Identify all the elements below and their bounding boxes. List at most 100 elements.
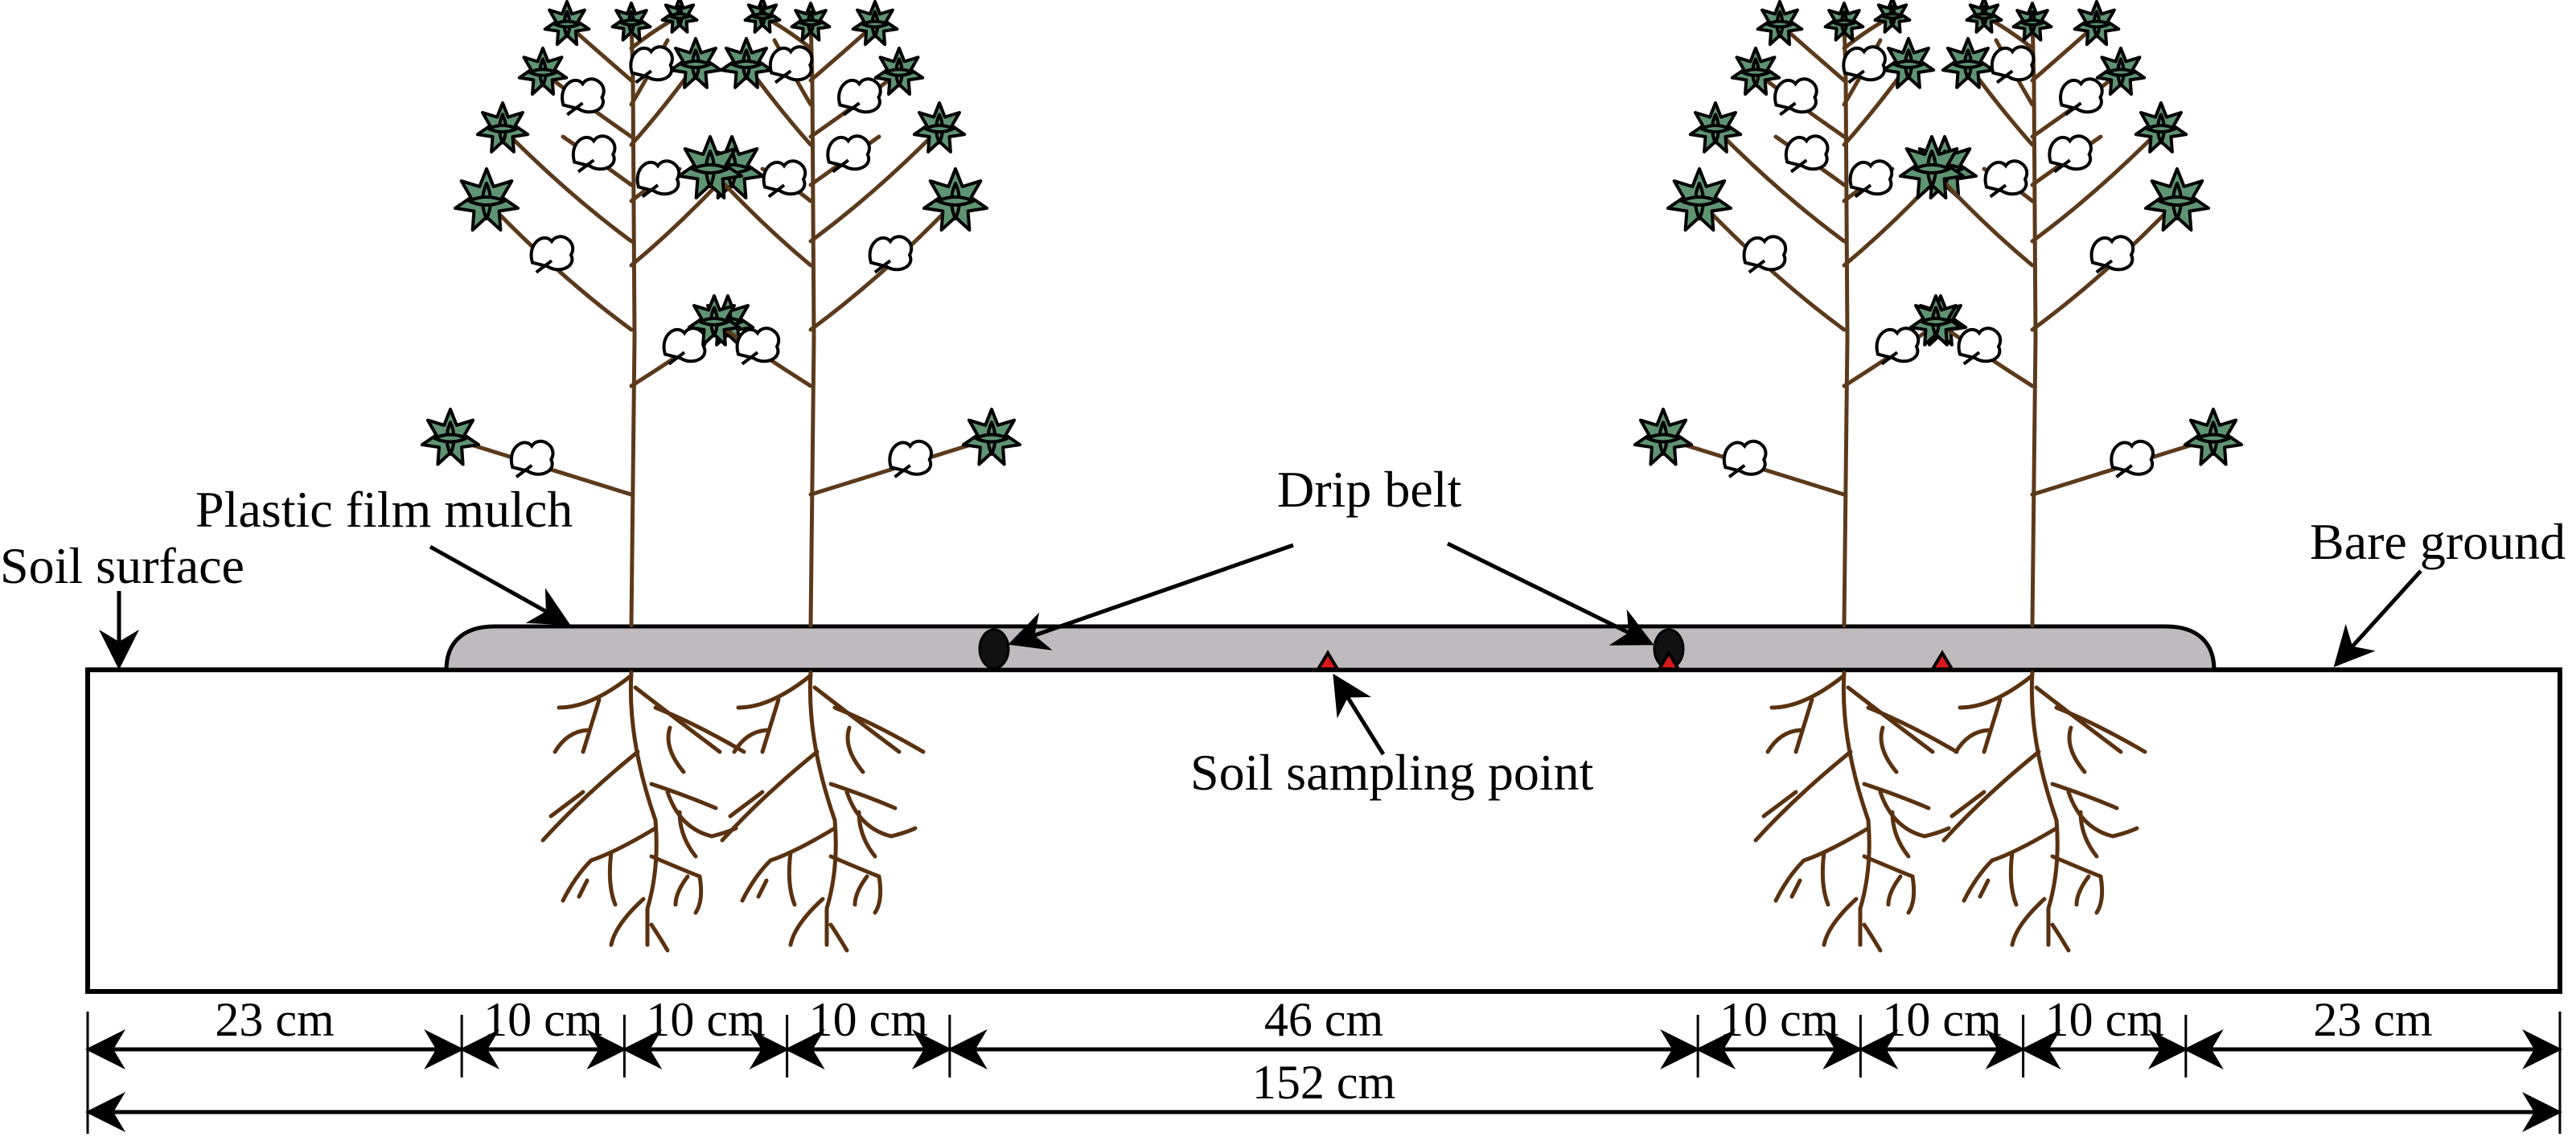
soil-sampling-point <box>1929 650 1955 671</box>
cotton-leaf <box>517 47 569 96</box>
label-bare-ground: Bare ground <box>2310 513 2566 570</box>
dimension-label: 46 cm <box>1264 993 1383 1046</box>
root-branch <box>653 705 746 754</box>
cotton-boll <box>635 159 681 199</box>
root-branch <box>577 878 590 899</box>
cotton-leaf <box>1666 167 1732 232</box>
cotton-leaf <box>1633 408 1694 466</box>
root-branch <box>1822 897 1859 947</box>
root-branch <box>857 810 877 859</box>
root-branch <box>1820 850 1830 907</box>
cotton-leaf <box>1965 0 2003 34</box>
root-branch <box>1962 826 2059 903</box>
plastic-film-mulch <box>444 624 2217 672</box>
root-branch <box>787 850 797 907</box>
root-branch <box>1793 697 1814 754</box>
cotton-leaf <box>475 101 530 154</box>
root-branch <box>853 874 869 907</box>
cotton-leaf <box>687 294 742 347</box>
cotton-leaf <box>1756 0 1804 47</box>
root-branch <box>760 697 781 754</box>
root-branch <box>1773 826 1871 903</box>
cotton-leaf <box>912 101 967 154</box>
cotton-boll <box>1957 326 2003 366</box>
root-branch <box>2054 705 2147 754</box>
cotton-boll <box>561 77 606 117</box>
root-branch <box>1769 673 1847 710</box>
cotton-boll <box>1983 159 2029 199</box>
label-drip-belt: Drip belt <box>1277 461 1462 518</box>
cotton-stem <box>808 18 816 628</box>
cotton-leaf <box>1730 47 1781 96</box>
cotton-leaf <box>743 0 782 34</box>
root-branch <box>2050 854 2105 915</box>
root-branch <box>1949 790 1986 819</box>
root-branch <box>609 897 646 947</box>
root-branch <box>832 705 926 754</box>
root-branch <box>548 790 585 819</box>
arrow-soil-sampling-point <box>1333 673 1386 756</box>
cotton-leaf <box>2073 0 2121 47</box>
cotton-leaf <box>2183 408 2244 466</box>
root-branch <box>581 697 602 754</box>
cotton-boll <box>888 439 933 478</box>
cotton-plants <box>420 0 2244 628</box>
root-branch <box>1982 697 2003 754</box>
root-branch <box>557 673 634 710</box>
label-soil-sampling-point: Soil sampling point <box>1190 744 1594 801</box>
root-branch <box>628 670 659 947</box>
soil-sampling-point <box>1315 650 1341 671</box>
cotton-boll <box>1784 134 1830 174</box>
cotton-boll <box>571 134 617 174</box>
cotton-leaf <box>2095 47 2147 96</box>
cotton-leaf <box>2011 2 2053 42</box>
root-branch <box>845 725 865 774</box>
cotton-leaf <box>719 37 774 89</box>
root-branch <box>673 874 690 907</box>
arrow-bare-ground <box>2333 569 2422 667</box>
cotton-leaf <box>1823 2 1865 42</box>
cotton-boll <box>1722 439 1768 478</box>
root-branch <box>2010 897 2047 947</box>
root-branch <box>677 810 698 859</box>
cotton-boll <box>762 159 807 199</box>
root-branch <box>649 854 704 915</box>
cotton-stem <box>629 18 637 628</box>
root-branch <box>1958 673 2035 710</box>
cotton-roots <box>540 670 2147 953</box>
soil-profile-box <box>85 667 2562 994</box>
root-branch <box>844 790 918 839</box>
root-branch <box>1879 725 1899 774</box>
cotton-branch <box>808 199 958 332</box>
root-branch <box>1789 878 1802 899</box>
dimension-label: 10 cm <box>809 993 928 1046</box>
dimension-label: 10 cm <box>2045 993 2164 1046</box>
cotton-branch <box>2030 126 2163 244</box>
root-branch <box>720 749 820 843</box>
root-branch <box>553 728 590 754</box>
cotton-leaf <box>922 167 988 232</box>
label-soil-surface: Soil surface <box>0 537 244 594</box>
root-branch <box>732 728 769 754</box>
root-branch <box>649 782 718 811</box>
cotton-boll <box>1848 159 1894 199</box>
cotton-stem <box>2030 18 2038 628</box>
root-branch <box>2078 810 2099 859</box>
dimension-label: 10 cm <box>1882 993 2001 1046</box>
root-branch <box>540 749 640 843</box>
root-branch <box>728 790 765 819</box>
root-branch <box>1941 749 2041 843</box>
cotton-stem <box>1842 18 1850 628</box>
dimension-label: 23 cm <box>2313 993 2432 1046</box>
label-plastic-film-mulch: Plastic film mulch <box>195 481 573 538</box>
cotton-boll <box>2059 77 2104 117</box>
root-branch <box>2008 850 2019 907</box>
cotton-boll <box>837 77 882 117</box>
root-branch <box>828 782 898 811</box>
cotton-boll <box>2048 134 2093 174</box>
root-branch <box>1862 922 1883 953</box>
cotton-boll <box>1842 45 1887 84</box>
root-branch <box>2050 922 2071 953</box>
